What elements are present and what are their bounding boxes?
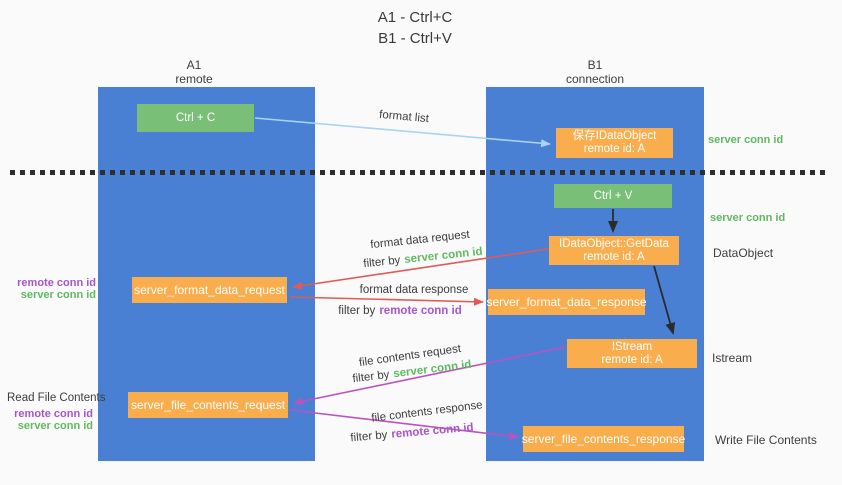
node-save-idataobject-line1: 保存IDataObject — [572, 130, 657, 142]
node-idataobject-getdata-line1: IDataObject::GetData — [559, 237, 669, 250]
annotation-write-file-contents: Write File Contents — [715, 433, 817, 447]
annotation-server-conn-id-format: server conn id — [20, 289, 96, 301]
diagram-title-line1: A1 - Ctrl+C — [377, 9, 453, 26]
node-server-file-contents-response-label: server_file_contents_response — [521, 431, 686, 446]
filter-by-text: filter by — [362, 254, 401, 271]
node-istream-line1: IStream — [611, 340, 653, 353]
diagram-title: A1 - Ctrl+C B1 - Ctrl+V — [315, 7, 515, 49]
remote-conn-id-text: remote conn id — [390, 421, 475, 441]
node-ctrl-v: Ctrl + V — [554, 184, 672, 208]
node-ctrl-c-label: Ctrl + C — [175, 111, 216, 124]
filter-by-text: filter by — [338, 305, 376, 317]
annotation-remote-conn-id-file: remote conn id — [14, 408, 93, 420]
annotation-server-conn-id-file: server conn id — [17, 420, 93, 432]
node-ctrl-v-label: Ctrl + V — [593, 189, 633, 202]
annotation-group-format-conn-ids: remote conn id server conn id — [12, 277, 96, 301]
filter-by-text: filter by — [349, 429, 388, 445]
node-server-format-data-response: server_format_data_response — [486, 289, 647, 315]
label-file-contents-response: file contents response — [370, 399, 484, 425]
diagram-title-line2: B1 - Ctrl+V — [378, 30, 452, 47]
annotation-remote-conn-id-format: remote conn id — [17, 277, 96, 289]
node-idataobject-getdata-label: IDataObject::GetData remote id: A — [559, 238, 669, 264]
filter-by-text: filter by — [351, 368, 391, 386]
lane-a1-role: remote — [175, 72, 213, 86]
annotation-istream: Istream — [712, 351, 753, 365]
label-format-list: format list — [378, 108, 430, 126]
lane-b1-role: connection — [565, 72, 625, 86]
node-istream-line2: remote id: A — [601, 353, 663, 366]
remote-conn-id-text: remote conn id — [379, 305, 462, 317]
annotation-group-file-conn-ids: Read File Contents remote conn id server… — [7, 391, 106, 432]
server-conn-id-text: server conn id — [403, 245, 484, 266]
lane-a1-name: A1 — [186, 58, 202, 72]
annotation-server-conn-id-top: server conn id — [708, 134, 784, 146]
annotation-server-conn-id-mid: server conn id — [710, 212, 786, 224]
node-idataobject-getdata: IDataObject::GetData remote id: A — [549, 236, 679, 265]
lane-b1-name: B1 — [587, 58, 603, 72]
arrow-format-data-response — [289, 296, 484, 306]
node-server-format-data-request-label: server_format_data_request — [134, 282, 285, 297]
lane-header-a1: A1 remote — [94, 58, 294, 86]
node-istream-label: IStream remote id: A — [601, 341, 662, 367]
node-server-format-data-request: server_format_data_request — [132, 277, 287, 303]
node-save-idataobject-line2: remote id: A — [583, 143, 646, 155]
session-divider-dotted-line — [10, 170, 825, 175]
lane-header-b1: B1 connection — [486, 58, 704, 86]
node-save-idataobject: 保存IDataObject remote id: A — [556, 128, 673, 158]
label-format-data-response: format data response — [359, 284, 469, 296]
node-server-file-contents-request-label: server_file_contents_request — [130, 397, 286, 412]
node-server-file-contents-response: server_file_contents_response — [521, 426, 686, 452]
annotation-read-file-contents: Read File Contents — [7, 392, 106, 404]
node-ctrl-c: Ctrl + C — [137, 104, 254, 132]
node-server-format-data-response-label: server_format_data_response — [486, 294, 647, 309]
node-idataobject-getdata-line2: remote id: A — [583, 250, 645, 263]
node-istream: IStream remote id: A — [567, 339, 697, 368]
node-save-idataobject-label: 保存IDataObject remote id: A — [573, 130, 657, 156]
node-server-file-contents-request: server_file_contents_request — [128, 392, 288, 418]
annotation-dataobject: DataObject — [713, 246, 774, 260]
